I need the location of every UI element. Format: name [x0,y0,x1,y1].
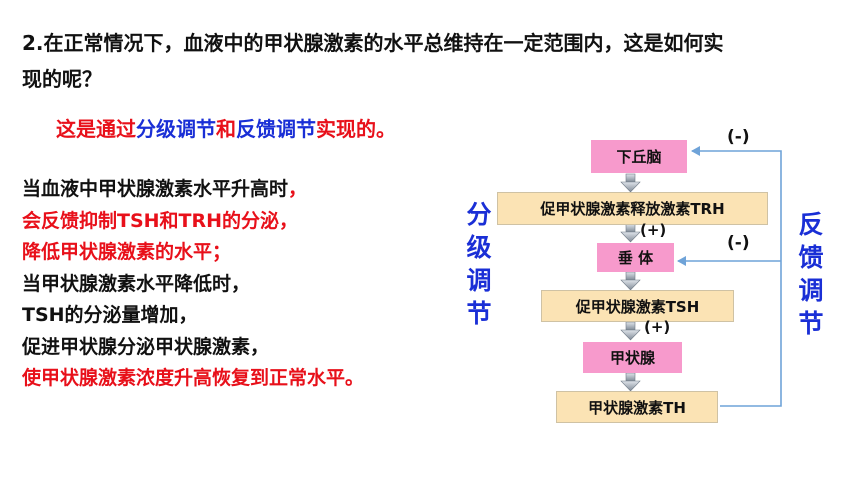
plus-label-thyroid: (+) [644,318,671,336]
node-pituitary: 垂 体 [597,243,674,272]
down-arrow-2 [620,223,641,243]
down-arrow-5 [620,372,641,392]
para-line-6: 促进甲状腺分泌甲状腺激素， [22,335,270,358]
plus-label-pituitary: (+) [640,221,667,239]
para-line-4: 当甲状腺激素水平降低时， [22,272,251,295]
right-label-char-1: 反 [798,210,824,239]
explanation-paragraph: 当血液中甲状腺激素水平升高时， 会反馈抑制TSH和TRH的分泌， 降低甲状腺激素… [22,174,364,395]
para-line-3: 降低甲状腺激素的水平； [22,241,232,263]
hierarchical-regulation-label: 分 级 调 节 [464,198,494,330]
left-label-char-1: 分 [466,200,492,229]
node-thyroid: 甲状腺 [583,342,682,373]
right-label-char-2: 馈 [798,243,824,272]
down-arrow-4 [620,321,641,341]
node-th: 甲状腺激素TH [556,391,718,423]
feedback-line [691,146,782,407]
para-line-1-comma: ， [288,178,308,200]
summary-hierarchical: 分级调节 [136,117,216,141]
question-title: 2.在正常情况下，血液中的甲状腺激素的水平总维持在一定范围内，这是如何实现的呢？ [22,31,724,91]
node-tsh: 促甲状腺激素TSH [541,290,734,322]
down-arrow-3 [620,271,641,291]
para-line-2: 会反馈抑制TSH和TRH的分泌， [22,209,299,232]
feedback-regulation-label: 反 馈 调 节 [796,208,826,340]
left-label-char-3: 调 [466,266,492,295]
left-label-char-2: 级 [466,233,492,262]
summary-feedback: 反馈调节 [236,117,316,141]
minus-label-hypothalamus: (-) [727,127,750,147]
para-line-7: 使甲状腺激素浓度升高恢复到正常水平。 [22,367,365,389]
node-hypothalamus: 下丘脑 [591,140,687,173]
right-label-char-3: 调 [798,276,824,305]
summary-sentence: 这是通过分级调节和反馈调节实现的。 [56,114,396,144]
node-trh: 促甲状腺激素释放激素TRH [497,192,768,225]
para-line-5: TSH的分泌量增加， [22,304,198,326]
left-label-char-4: 节 [466,299,492,328]
summary-part-5: 实现的。 [316,117,396,141]
down-arrow-1 [620,173,641,193]
right-label-char-4: 节 [798,309,824,338]
para-line-1: 当血液中甲状腺激素水平升高时 [22,178,289,200]
summary-part-3: 和 [216,117,236,141]
minus-label-pituitary: (-) [727,233,750,253]
summary-part-1: 这是通过 [56,117,136,141]
